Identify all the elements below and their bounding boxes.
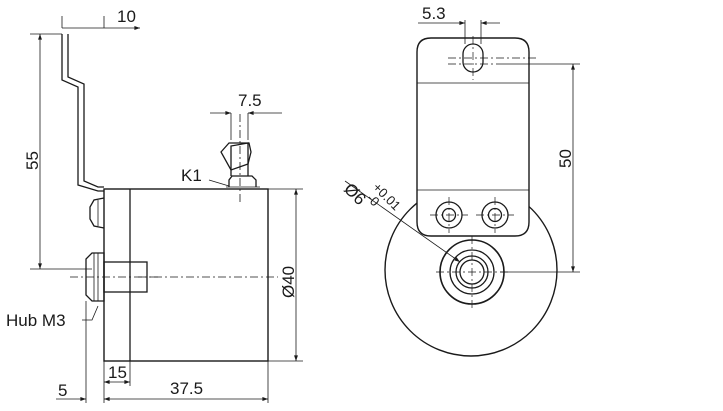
dim-bore: Ø6 bbox=[340, 179, 369, 208]
front-bracket-plate bbox=[416, 37, 530, 237]
label-hub: Hub M3 bbox=[6, 311, 66, 330]
dim-diameter-body: Ø40 bbox=[279, 266, 298, 298]
mounting-screw-right bbox=[476, 197, 514, 233]
mounting-bracket-inner-edge bbox=[67, 34, 104, 188]
dim-hub-length: 5 bbox=[58, 381, 67, 400]
dim-bracket-offset: 10 bbox=[117, 7, 136, 26]
mounting-screw-left bbox=[430, 197, 468, 233]
connector-k1 bbox=[228, 175, 257, 187]
bracket-screw bbox=[89, 197, 105, 229]
front-view: 5.3 50 Ø6 +0.01 -0 bbox=[340, 4, 580, 357]
dim-mount-height: 50 bbox=[556, 149, 575, 168]
label-shaft: K1 bbox=[181, 166, 202, 185]
dim-height: 55 bbox=[23, 151, 42, 170]
dim-slot: 5.3 bbox=[422, 4, 446, 23]
hub bbox=[85, 252, 105, 302]
encoder-housing bbox=[103, 188, 269, 362]
dim-shaft-width: 7.5 bbox=[238, 91, 262, 110]
mounting-bracket bbox=[61, 34, 104, 192]
dim-body-length: 37.5 bbox=[170, 379, 203, 398]
dim-flange: 15 bbox=[108, 363, 127, 382]
side-view: 10 55 7.5 K1 Ø40 Hub M3 15 5 bbox=[6, 7, 303, 403]
